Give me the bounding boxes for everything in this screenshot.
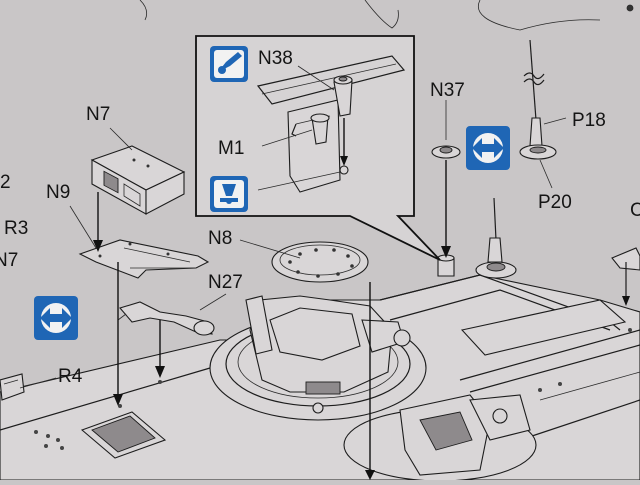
part-n7-box xyxy=(90,145,186,215)
part-n9-bracket xyxy=(78,239,210,279)
label-n38: N38 xyxy=(258,48,293,69)
label-n9: N9 xyxy=(46,182,70,203)
part-n27-handle xyxy=(117,301,215,336)
leader-lines xyxy=(19,65,567,389)
edge-label-left-top: 2 xyxy=(0,172,11,193)
label-n8: N8 xyxy=(208,228,232,249)
top-partial-drawing xyxy=(139,0,634,31)
double-arrow-movable-icon xyxy=(34,296,78,340)
label-p20: P20 xyxy=(538,192,572,213)
right-edge-part xyxy=(611,247,640,306)
label-n37: N37 xyxy=(430,80,465,101)
antenna-p18-p20 xyxy=(519,39,557,160)
inner-breech-assembly xyxy=(343,394,537,482)
double-arrow-movable-icon xyxy=(466,126,510,170)
left-edge-part xyxy=(0,373,25,401)
edge-label-n7: N7 xyxy=(0,250,18,271)
label-r4: R4 xyxy=(58,366,83,387)
turret-ring xyxy=(209,295,427,421)
edge-label-c: C xyxy=(630,200,640,221)
edge-label-r3: R3 xyxy=(4,218,28,239)
glue-inside-icon xyxy=(210,176,248,212)
label-n27: N27 xyxy=(208,272,243,293)
antenna-mounted xyxy=(475,197,517,279)
part-n8-hatch-disc xyxy=(271,241,369,283)
glue-drop-icon xyxy=(210,46,248,82)
label-m1: M1 xyxy=(218,138,244,159)
label-p18: P18 xyxy=(572,110,606,131)
detail-inset xyxy=(195,35,441,261)
assembly-arrows xyxy=(93,118,451,480)
label-n7: N7 xyxy=(86,104,110,125)
